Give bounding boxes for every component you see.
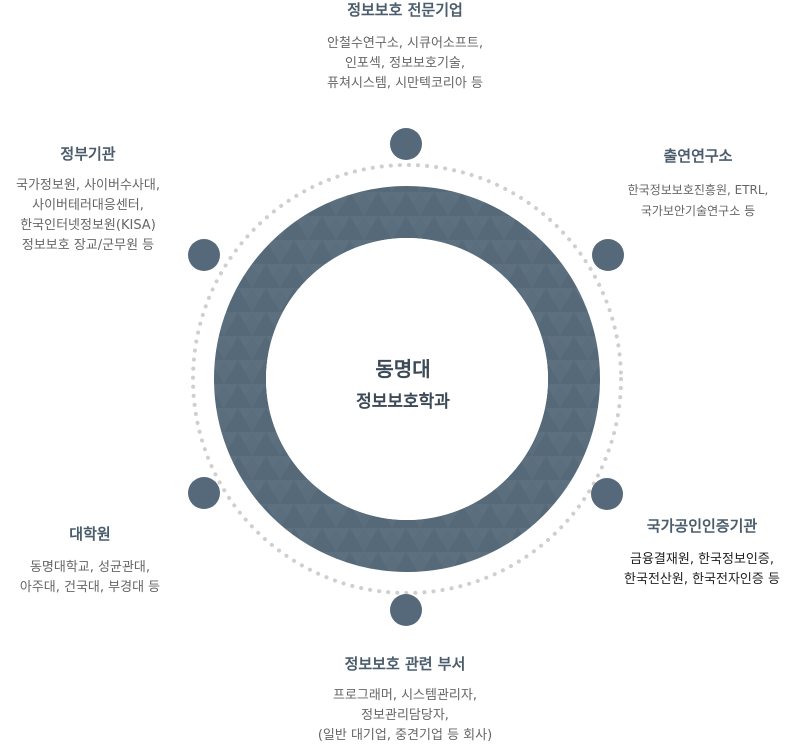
node-line: 사이버테러대응센터,	[32, 198, 144, 213]
node-line: 국가정보원, 사이버수사대,	[16, 178, 160, 193]
node-line: 아주대, 건국대, 부경대 등	[19, 580, 161, 595]
node-dot-bottom-left	[188, 477, 220, 509]
node-description: 안철수연구소, 시큐어소프트, 인포섹, 정보보호기술, 퓨쳐시스템, 시만텍코…	[255, 34, 555, 94]
node-line: 금융결재원, 한국정보인증,	[630, 552, 774, 567]
node-research-institutes: 출연연구소 한국정보보호진흥원, ETRL, 국가보안기술연구소 등	[590, 146, 806, 222]
center-ring-inner-fill	[266, 238, 548, 520]
node-line: 정보관리담당자,	[361, 708, 449, 723]
node-line: 정보보호 장교/군무원 등	[21, 238, 155, 253]
node-description: 국가정보원, 사이버수사대, 사이버테러대응센터, 한국인터넷정보원(KISA)…	[0, 176, 176, 256]
node-title: 정보보호 관련 부서	[344, 655, 466, 673]
orbit-dotted-circle	[191, 163, 623, 595]
node-dot-bottom	[390, 594, 422, 626]
node-line: 동명대학교, 성균관대,	[29, 560, 151, 575]
node-dot-bottom-right	[591, 478, 623, 510]
center-ring	[214, 186, 600, 572]
node-security-companies: 정보보호 전문기업 안철수연구소, 시큐어소프트, 인포섹, 정보보호기술, 퓨…	[255, 0, 555, 94]
node-description: 한국정보보호진흥원, ETRL, 국가보안기술연구소 등	[590, 180, 806, 222]
node-security-departments: 정보보호 관련 부서 프로그래머, 시스템관리자, 정보관리담당자, (일반 대…	[255, 654, 555, 746]
node-line: 한국인터넷정보원(KISA)	[20, 218, 156, 233]
node-dot-top-right	[592, 239, 624, 271]
node-dot-top-left	[188, 239, 220, 271]
node-title: 국가공인인증기관	[646, 517, 758, 535]
node-description: 금융결재원, 한국정보인증, 한국전산원, 한국전자인증 등	[598, 550, 806, 590]
node-graduate-school: 대학원 동명대학교, 성균관대, 아주대, 건국대, 부경대 등	[0, 524, 180, 598]
node-line: 프로그래머, 시스템관리자,	[333, 688, 477, 703]
node-line: 퓨쳐시스템, 시만텍코리아 등	[327, 76, 483, 91]
node-line: 안철수연구소, 시큐어소프트,	[327, 36, 483, 51]
node-line: 한국정보보호진흥원, ETRL,	[627, 183, 769, 197]
node-title: 출연연구소	[663, 147, 733, 165]
node-title: 정보보호 전문기업	[347, 1, 463, 19]
node-certification-agencies: 국가공인인증기관 금융결재원, 한국정보인증, 한국전산원, 한국전자인증 등	[598, 516, 806, 590]
node-description: 프로그래머, 시스템관리자, 정보관리담당자, (일반 대기업, 중견기업 등 …	[255, 686, 555, 746]
node-line: 국가보안기술연구소 등	[640, 204, 756, 218]
center-title: 동명대	[375, 357, 431, 381]
node-line: (일반 대기업, 중견기업 등 회사)	[317, 728, 493, 743]
node-description: 동명대학교, 성균관대, 아주대, 건국대, 부경대 등	[0, 558, 180, 598]
node-government: 정부기관 국가정보원, 사이버수사대, 사이버테러대응센터, 한국인터넷정보원(…	[0, 144, 176, 256]
node-dot-top	[390, 128, 422, 160]
node-title: 정부기관	[60, 145, 116, 163]
node-title: 대학원	[69, 525, 111, 543]
node-line: 한국전산원, 한국전자인증 등	[624, 572, 780, 587]
node-line: 인포섹, 정보보호기술,	[344, 56, 466, 71]
center-subtitle: 정보보호학과	[356, 392, 450, 412]
